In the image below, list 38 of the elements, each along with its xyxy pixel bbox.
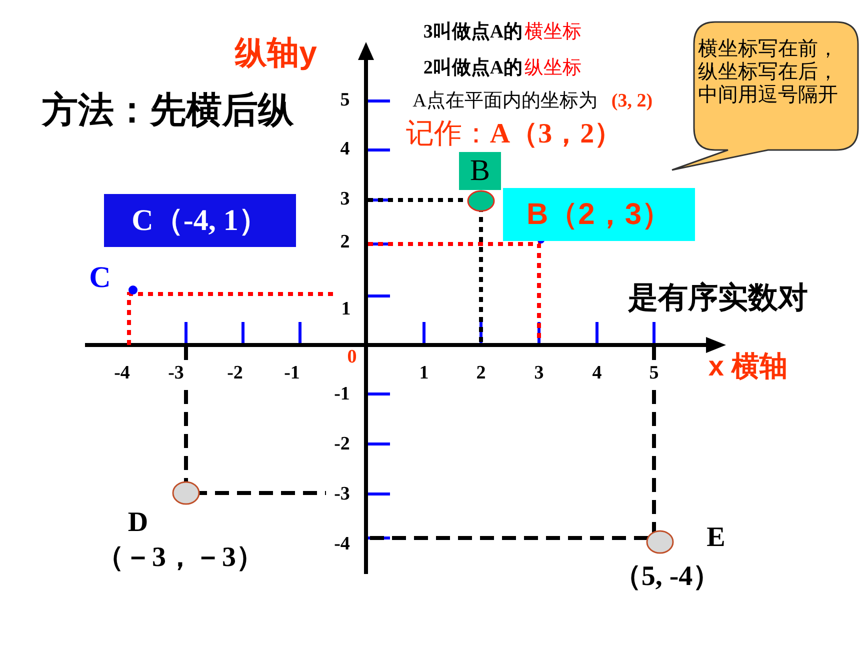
tick-label: 5: [340, 90, 350, 112]
note-text: 3叫做点A的: [423, 22, 523, 44]
tick-label: -3: [334, 484, 350, 506]
note-text: A点在平面内的坐标为: [412, 92, 598, 112]
point-label: D: [128, 507, 148, 539]
tick-label: 3: [534, 364, 544, 384]
coordinate-label: （5, -4）: [613, 560, 721, 594]
note-text: 是有序实数对: [628, 282, 808, 314]
point-label: C: [89, 261, 111, 295]
coordinate-label: （－3，－3）: [96, 541, 264, 575]
note-text: 横坐标: [524, 22, 582, 44]
tick-label: 5: [649, 364, 659, 384]
tick-label: -4: [334, 534, 350, 556]
tick-label: 1: [419, 364, 429, 384]
note-text: (3, 2): [611, 92, 653, 112]
note-text: 纵坐标: [524, 58, 582, 80]
tick-label: -1: [334, 384, 350, 406]
tick-label: -1: [284, 364, 300, 384]
tick-label: 1: [341, 300, 351, 320]
label-box: B（2，3）: [503, 188, 695, 241]
tick-label: -2: [227, 364, 243, 384]
heading-text: 方法：先横后纵: [42, 90, 294, 130]
label-box: C（-4, 1）: [104, 194, 296, 247]
axis-title: 纵轴y: [235, 35, 317, 71]
label-box: B: [459, 152, 501, 190]
tick-label: -2: [334, 434, 350, 456]
point-label: E: [706, 522, 726, 554]
tick-label: 4: [340, 140, 350, 160]
note-text: 记作：A（3，2）: [406, 120, 622, 150]
tick-label: 3: [340, 190, 350, 210]
tick-label: 2: [340, 232, 350, 254]
tick-label: 4: [592, 364, 602, 384]
tick-label: 0: [347, 348, 357, 368]
note-text: 2叫做点A的: [423, 58, 523, 80]
tick-label: -3: [168, 364, 184, 384]
tick-label: -4: [114, 364, 130, 384]
tick-label: 2: [476, 364, 486, 384]
axis-title: x 横轴: [708, 352, 788, 382]
